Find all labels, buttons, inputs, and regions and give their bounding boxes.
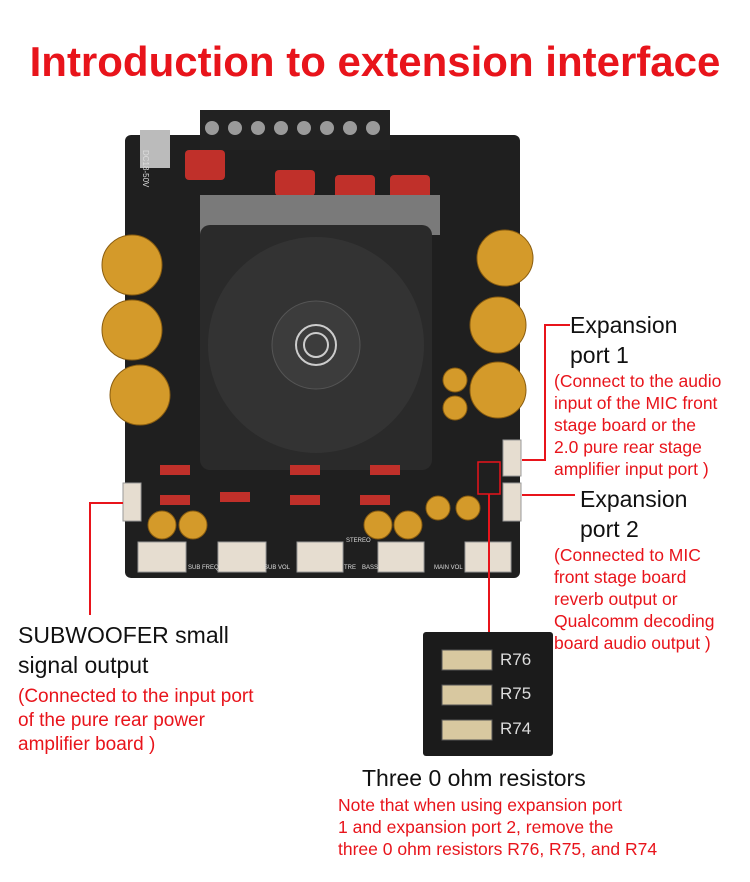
dc-jack [140, 130, 170, 168]
note-line: 1 and expansion port 2, remove the [338, 817, 614, 837]
expansion-port-1-title-line2: port 1 [570, 342, 629, 368]
main-vol-label: MAIN VOL [434, 565, 463, 571]
desc-line: input of the MIC front [554, 393, 718, 413]
desc-line: (Connected to the input port [18, 686, 254, 707]
desc-line: (Connected to MIC [554, 545, 701, 565]
expansion-port-2-callout: Expansion port 2 [580, 484, 687, 544]
subwoofer-connector [122, 482, 142, 522]
power-label: DC18-50V [141, 150, 150, 188]
expansion-port-1-connector [502, 439, 522, 477]
bass-label: BASS [362, 565, 379, 571]
subwoofer-callout: SUBWOOFER small signal output [18, 620, 229, 680]
page-title: Introduction to extension interface [29, 38, 721, 85]
note-line: three 0 ohm resistors R76, R75, and R74 [338, 839, 658, 859]
expansion-port-1-description: (Connect to the audio input of the MIC f… [554, 370, 721, 480]
expansion-port-2-title-line1: Expansion [580, 486, 688, 512]
subwoofer-description: (Connected to the input port of the pure… [18, 685, 254, 757]
resistor-label-r76: R76 [500, 650, 532, 669]
sub-vol-label: SUB VOL [264, 565, 291, 571]
expansion-port-2-connector [502, 482, 522, 522]
desc-line: front stage board [554, 567, 687, 587]
subwoofer-title-line2: signal output [18, 652, 149, 678]
expansion-port-1-title-line1: Expansion [570, 312, 678, 338]
desc-line: stage board or the [554, 415, 697, 435]
stereo-label: STEREO [346, 538, 371, 544]
desc-line: amplifier board ) [18, 734, 156, 755]
expansion-port-2-description: (Connected to MIC front stage board reve… [554, 544, 715, 654]
desc-line: (Connect to the audio [554, 371, 722, 391]
resistors-title: Three 0 ohm resistors [362, 765, 586, 791]
subwoofer-title-line1: SUBWOOFER small [18, 622, 229, 648]
sub-freq-label: SUB FREQ [188, 565, 219, 571]
expansion-port-1-callout: Expansion port 1 [570, 310, 677, 370]
desc-line: amplifier input port ) [554, 459, 709, 479]
desc-line: Qualcomm decoding [554, 611, 715, 631]
desc-line: 2.0 pure rear stage [554, 437, 702, 457]
expansion-port-2-title-line2: port 2 [580, 516, 639, 542]
resistor-label-r75: R75 [500, 684, 532, 703]
resistors-note: Note that when using expansion port 1 an… [338, 794, 657, 860]
resistor-label-r74: R74 [500, 719, 532, 738]
tre-label: TRE [344, 565, 356, 571]
note-line: Note that when using expansion port [338, 795, 623, 815]
desc-line: of the pure rear power [18, 710, 205, 731]
desc-line: reverb output or [554, 589, 678, 609]
desc-line: board audio output ) [554, 633, 711, 653]
